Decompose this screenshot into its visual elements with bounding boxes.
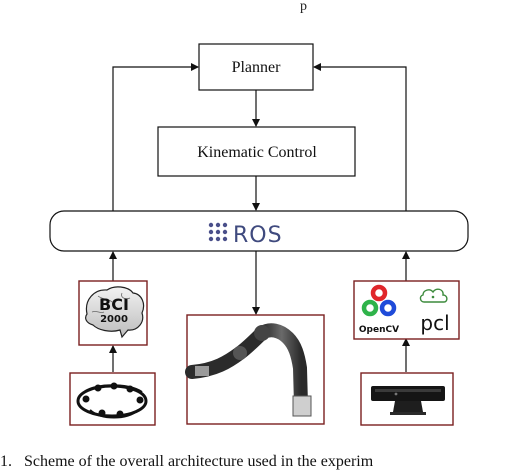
planner-box: Planner (198, 43, 314, 91)
figure-caption: 1. Scheme of the overall architecture us… (0, 453, 374, 470)
planner-label: Planner (232, 59, 282, 76)
pcl-logo-text: pcl (420, 311, 449, 335)
arrow-ros-to-planner-left (112, 63, 199, 211)
kinematic-control-box: Kinematic Control (157, 126, 356, 177)
bci2000-box: BCI 2000 (78, 280, 148, 346)
kinect-sensor-image (371, 386, 445, 415)
vision-box: OpenCV pcl (353, 280, 460, 340)
eeg-headset-image (76, 382, 148, 419)
header-partial-text: p (300, 0, 307, 14)
kinematic-control-label: Kinematic Control (197, 144, 317, 161)
opencv-logo-text: OpenCV (359, 325, 399, 335)
bci-2000-logo-text: 2000 (100, 314, 128, 325)
opencv-logo-icon (361, 284, 397, 317)
eeg-headset-box (69, 372, 156, 426)
pcl-cloud-icon (419, 288, 448, 303)
robot-arm-box (185, 314, 325, 425)
ros-logo-dots-icon (208, 222, 228, 242)
ros-label: ROS (233, 223, 283, 248)
robot-arm-image (185, 323, 312, 417)
bci-logo-text: BCI (99, 295, 129, 314)
ros-bus: ROS (49, 210, 469, 252)
connectors (109, 63, 410, 372)
kinect-sensor-box (360, 372, 454, 426)
bci2000-brain-icon (85, 286, 145, 339)
arrow-ros-to-planner-right (313, 63, 407, 211)
